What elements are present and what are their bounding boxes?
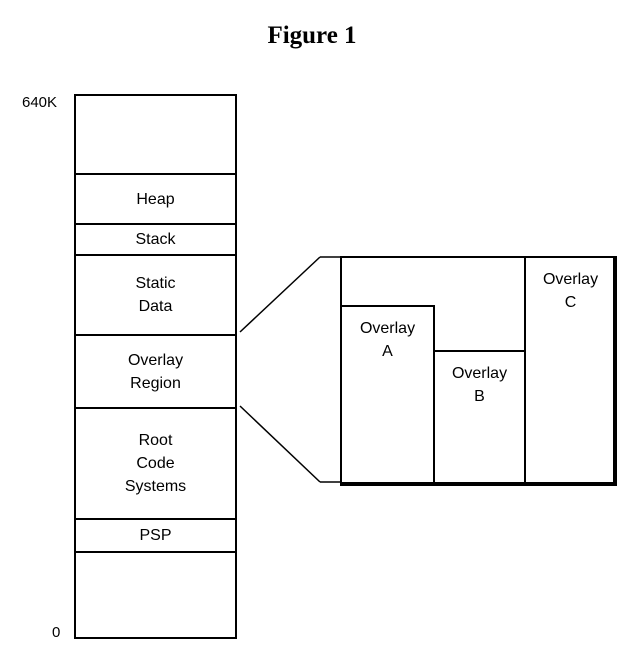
- segment-psp: PSP: [76, 518, 235, 551]
- overlay-expansion: Overlay A Overlay B Overlay C: [340, 256, 617, 486]
- overlay-a-label: Overlay A: [359, 320, 416, 360]
- segment-stack: Stack: [76, 223, 235, 254]
- segment-free-bottom: [76, 551, 235, 637]
- connector-top-line: [239, 256, 321, 333]
- overlay-c-box: Overlay C: [524, 256, 617, 486]
- memory-bottom-label: 0: [52, 624, 61, 641]
- segment-overlay-region: Overlay Region: [76, 334, 235, 407]
- memory-top-label: 640K: [22, 94, 58, 111]
- overlay-c-label: Overlay C: [542, 271, 599, 311]
- figure-title: Figure 1: [267, 22, 357, 49]
- overlay-a-box: Overlay A: [340, 305, 435, 486]
- segment-label: Heap: [136, 190, 175, 208]
- overlay-b-label: Overlay B: [451, 365, 508, 405]
- connector-bottom-line: [239, 405, 321, 483]
- segment-root-code: Root Code Systems: [76, 407, 235, 518]
- memory-map: Heap Stack Static Data Overlay Region Ro…: [74, 94, 237, 639]
- segment-static-data: Static Data: [76, 254, 235, 334]
- segment-label: Static Data: [135, 275, 176, 315]
- segment-label: Overlay Region: [127, 351, 184, 392]
- overlay-b-box: Overlay B: [433, 350, 526, 486]
- segment-label: Root Code Systems: [124, 432, 187, 495]
- segment-label: PSP: [139, 527, 172, 544]
- segment-label: Stack: [135, 231, 176, 248]
- segment-heap: Heap: [76, 173, 235, 223]
